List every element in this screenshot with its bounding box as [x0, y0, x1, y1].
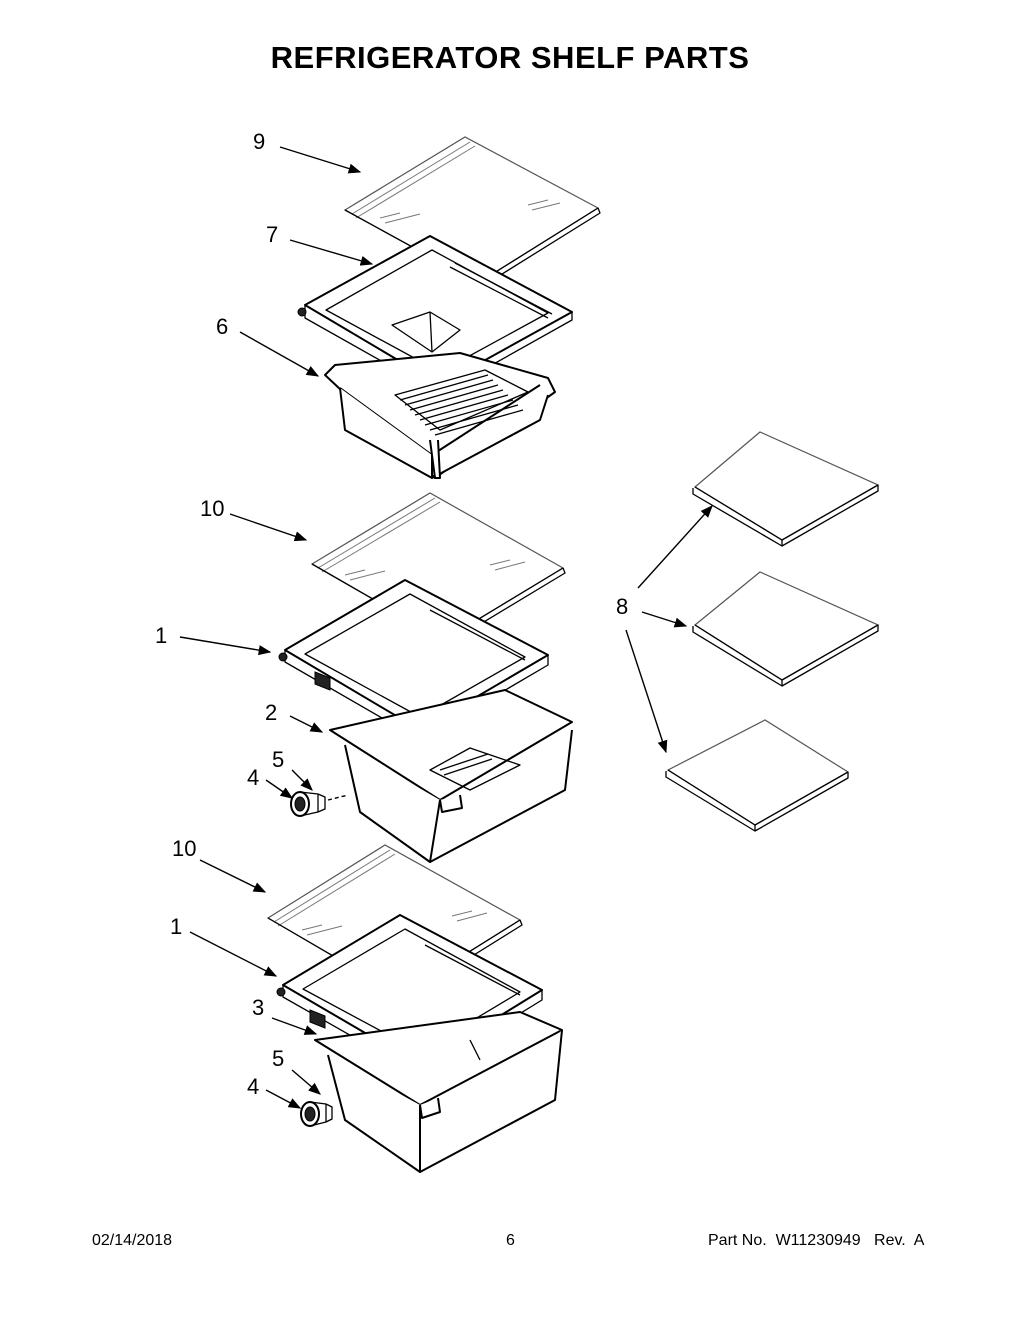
drawer-2: [329, 689, 573, 863]
callout-1-lower: 1: [170, 914, 182, 939]
glass-shelf-8-a: [692, 431, 880, 547]
callout-7: 7: [266, 222, 278, 247]
drawer-3: [314, 1011, 563, 1173]
callout-6: 6: [216, 314, 228, 339]
glass-shelf-8-c: [665, 719, 850, 832]
callout-5-upper: 5: [272, 747, 284, 772]
callout-5-lower: 5: [272, 1046, 284, 1071]
callout-4-upper: 4: [247, 765, 259, 790]
leader-arrows: [179, 146, 713, 1109]
callout-1-upper: 1: [155, 623, 167, 648]
page-title: REFRIGERATOR SHELF PARTS: [270, 40, 750, 75]
callout-8: 8: [616, 594, 628, 619]
glass-shelf-8-b: [692, 571, 880, 687]
humidity-control-knob-4-upper: [290, 791, 349, 817]
callout-10-upper: 10: [200, 496, 224, 521]
footer-part-number: Part No. W11230949 Rev. A: [708, 1232, 925, 1249]
footer-date: 02/14/2018: [92, 1232, 173, 1249]
callout-2: 2: [265, 700, 277, 725]
callout-3: 3: [252, 995, 264, 1020]
crisper-drawer-6: [324, 352, 556, 479]
callout-10-lower: 10: [172, 836, 196, 861]
humidity-control-knob-4-lower: [300, 1101, 333, 1127]
callout-9: 9: [253, 129, 265, 154]
callout-4-lower: 4: [247, 1074, 259, 1099]
glass-shelf-9: [343, 136, 601, 290]
footer-page-number: 6: [506, 1232, 515, 1249]
